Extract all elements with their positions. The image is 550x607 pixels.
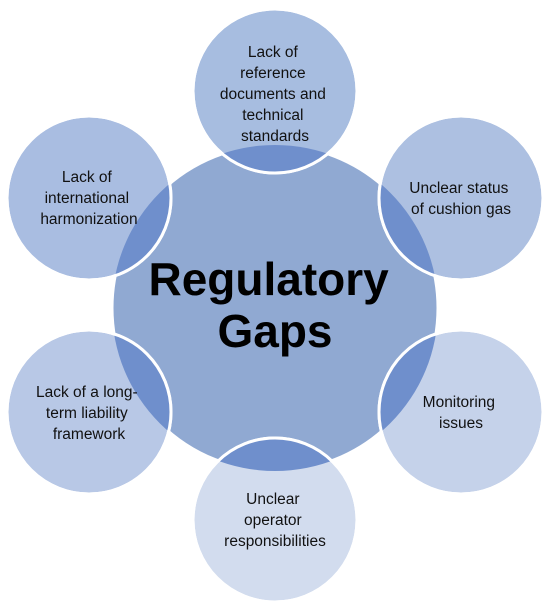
satellite-outline <box>377 114 545 282</box>
satellite-cushion-gas: Unclear status of cushion gas <box>377 114 545 282</box>
satellite-label-line: Lack of <box>62 169 113 186</box>
satellite-label-line: Monitoring <box>423 394 495 411</box>
satellite-liability-framework: Lack of a long- term liability framework <box>5 328 173 496</box>
satellite-outline <box>191 436 359 604</box>
satellite-label-line: technical <box>242 107 303 124</box>
satellite-label-line: issues <box>439 415 483 432</box>
satellite-label-line: term liability <box>46 405 128 422</box>
satellite-outline <box>5 328 173 496</box>
satellite-outline <box>5 114 173 282</box>
satellite-label: Unclear status of cushion gas <box>409 180 512 218</box>
center-title: Regulatory Gaps <box>148 253 401 357</box>
center-title-line: Regulatory <box>148 253 389 305</box>
satellite-label: Lack of international harmonization <box>40 169 137 228</box>
satellite-label-line: of cushion gas <box>411 201 511 218</box>
satellite-outline <box>377 328 545 496</box>
satellite-label-line: framework <box>53 426 126 443</box>
satellite-label-line: international <box>45 190 129 207</box>
satellite-label-line: operator <box>244 512 302 529</box>
satellite-monitoring: Monitoring issues <box>377 328 545 496</box>
satellite-label: Lack of reference documents and technica… <box>220 44 330 145</box>
satellite-label-line: responsibilities <box>224 533 326 550</box>
satellite-label-line: documents and <box>220 86 326 103</box>
satellite-label: Unclear operator responsibilities <box>224 491 326 550</box>
satellite-reference-documents: Lack of reference documents and technica… <box>191 7 359 175</box>
satellite-label: Lack of a long- term liability framework <box>36 384 142 443</box>
satellite-label-line: Unclear status <box>409 180 508 197</box>
satellite-label-line: Unclear <box>246 491 299 508</box>
satellite-label: Monitoring issues <box>423 394 500 432</box>
satellite-operator-responsibilities: Unclear operator responsibilities <box>191 436 359 604</box>
satellite-outline <box>191 7 359 175</box>
satellite-label-line: Lack of <box>248 44 299 61</box>
satellite-label-line: standards <box>241 128 309 145</box>
satellite-label-line: reference <box>240 65 305 82</box>
center-title-line: Gaps <box>217 305 332 357</box>
satellite-label-line: harmonization <box>40 211 137 228</box>
satellite-international-harmonization: Lack of international harmonization <box>5 114 173 282</box>
satellite-label-line: Lack of a long- <box>36 384 138 401</box>
